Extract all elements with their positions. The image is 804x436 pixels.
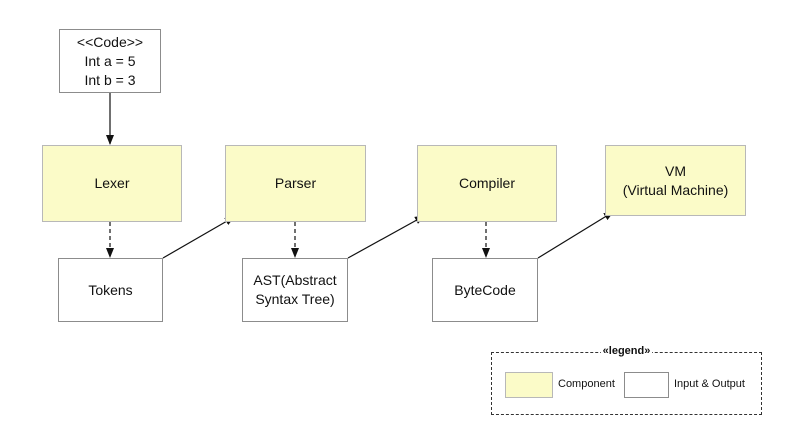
parser-label: Parser	[274, 175, 317, 191]
code-line-2: Int a = 5	[84, 52, 136, 69]
legend-label-io: Input & Output	[674, 378, 745, 390]
lexer-component: Lexer	[42, 145, 182, 222]
tokens-label: Tokens	[88, 281, 133, 298]
legend-title-row: «legend»	[492, 344, 761, 358]
legend-title: «legend»	[600, 345, 653, 357]
bytecode-output-box: ByteCode	[432, 258, 538, 322]
edge-bytecode-to-vm	[537, 211, 614, 259]
ast-output-box: AST(Abstract Syntax Tree)	[242, 258, 348, 322]
legend-swatch-io	[624, 372, 669, 398]
bytecode-label: ByteCode	[454, 281, 516, 298]
legend-swatch-component	[505, 372, 553, 398]
legend: «legend» Component Input & Output	[491, 345, 762, 415]
vm-label: VM	[665, 162, 686, 179]
code-line-3: Int b = 3	[84, 71, 136, 88]
tokens-output-box: Tokens	[58, 258, 163, 322]
edge-tokens-to-parser	[162, 216, 235, 259]
code-input-box: <<Code>> Int a = 5 Int b = 3	[59, 29, 161, 93]
vm-sublabel: (Virtual Machine)	[622, 181, 729, 198]
ast-label-line-2: Syntax Tree)	[255, 291, 335, 307]
lexer-label: Lexer	[94, 175, 130, 191]
legend-label-component: Component	[558, 378, 615, 390]
compiler-label: Compiler	[458, 175, 515, 191]
vm-component: VM (Virtual Machine)	[605, 145, 746, 216]
edge-ast-to-compiler	[347, 215, 425, 259]
ast-label-line-1: AST(Abstract	[253, 272, 337, 288]
compiler-component: Compiler	[417, 145, 557, 222]
code-line-1: <<Code>>	[76, 33, 144, 50]
parser-component: Parser	[225, 145, 366, 222]
